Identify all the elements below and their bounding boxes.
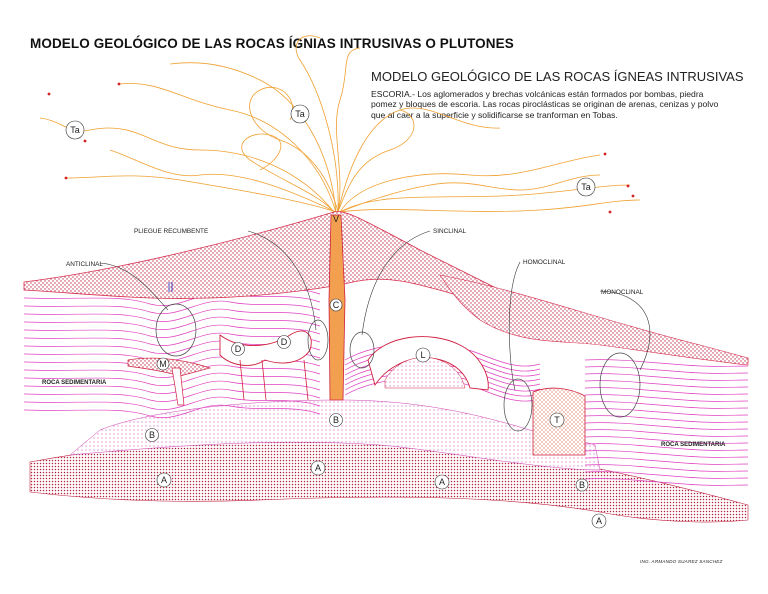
stratum-line (585, 465, 748, 472)
label-homoclinal: HOMOCLINAL (523, 259, 566, 266)
stratum-line (585, 430, 748, 437)
stratum-line (24, 317, 320, 330)
svg-text:A: A (161, 475, 167, 485)
ash-plume (40, 36, 640, 212)
svg-text:T: T (554, 415, 560, 425)
stratum-line (24, 389, 320, 402)
stratum-line (585, 395, 748, 402)
marker-b-2: B (146, 429, 159, 442)
svg-text:A: A (439, 477, 445, 487)
stratum-line (585, 423, 748, 430)
dikes-center (240, 360, 308, 400)
svg-text:B: B (333, 415, 339, 425)
stratum-line (585, 458, 748, 465)
svg-text:Ta: Ta (581, 182, 591, 192)
marker-a-2: A (157, 473, 171, 487)
stratum-line (585, 416, 748, 423)
marker-ta-1: Ta (66, 121, 84, 139)
marker-m: M (157, 358, 169, 370)
marker-l: L (416, 348, 430, 362)
stratum-line (585, 388, 748, 395)
svg-text:A: A (596, 516, 602, 526)
marker-a-1: A (311, 461, 325, 475)
marker-ta-3: Ta (577, 178, 595, 196)
stratum-line (585, 402, 748, 409)
label-roca-right: ROCA SEDIMENTARIA (661, 442, 726, 448)
marker-d-1: D (232, 343, 245, 356)
svg-text:D: D (235, 344, 242, 354)
label-sinclinal: SINCLINAL (433, 228, 466, 235)
svg-text:D: D (281, 337, 288, 347)
stratum-line (24, 301, 320, 314)
label-roca-left: ROCA SEDIMENTARIA (42, 380, 107, 386)
svg-text:B: B (579, 480, 585, 490)
marker-v: V (333, 214, 339, 224)
stratum-line (585, 374, 748, 381)
label-monoclinal: MONOCLINAL (601, 289, 644, 296)
stratum-line (585, 367, 748, 374)
svg-text:A: A (315, 463, 321, 473)
marker-a-4: A (592, 514, 606, 528)
svg-text:V: V (333, 214, 339, 224)
marker-b-1: B (330, 414, 343, 427)
marker-ta-2: Ta (291, 105, 309, 123)
label-pliegue: PLIEGUE RECUMBENTE (134, 228, 208, 235)
stratum-line (24, 325, 320, 338)
stratum-line (24, 309, 320, 322)
marker-a-3: A (435, 475, 449, 489)
volcanic-bombs (48, 83, 635, 214)
label-anticlinal: ANTICLINAL (66, 261, 103, 268)
marker-d-2: D (278, 336, 291, 349)
svg-text:M: M (159, 359, 167, 369)
svg-text:C: C (333, 300, 340, 310)
svg-text:Ta: Ta (70, 125, 80, 135)
svg-text:B: B (149, 430, 155, 440)
magma-layer-a (30, 438, 748, 522)
svg-text:Ta: Ta (295, 109, 305, 119)
stratum-line (585, 381, 748, 388)
marker-c: C (330, 299, 342, 311)
right-lava-lobe (440, 275, 748, 365)
svg-text:L: L (420, 350, 425, 360)
marker-b-3: B (576, 479, 588, 491)
marker-t: T (550, 413, 564, 427)
stratum-line (585, 451, 748, 458)
